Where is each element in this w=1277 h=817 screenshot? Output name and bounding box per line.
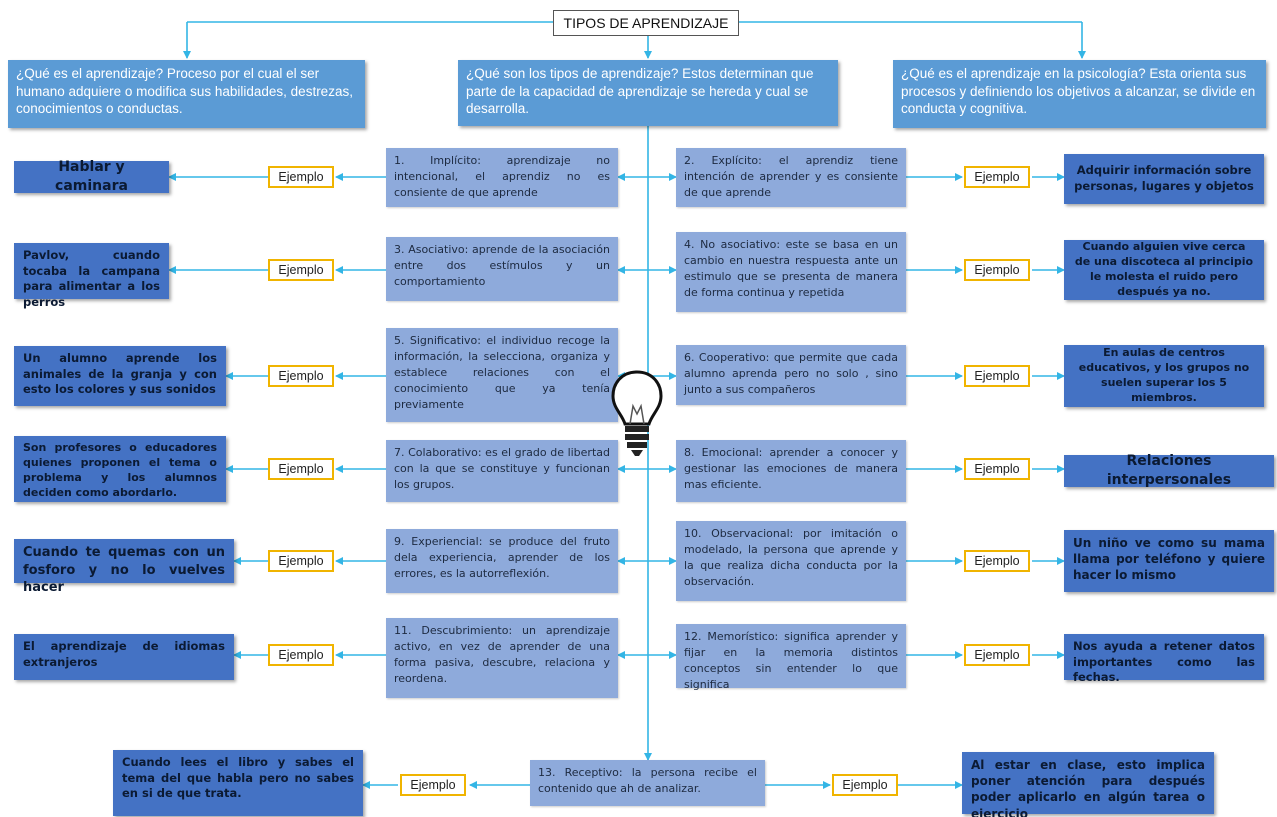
example-result-13-left: Cuando lees el libro y sabes el tema del… [113,750,363,816]
example-result-1: Hablar y caminara [14,159,169,194]
example-label-13-left: Ejemplo [400,774,466,796]
type-box-2-explicito: 2. Explícito: el aprendiz tiene intenció… [676,148,906,207]
example-label-7: Ejemplo [268,458,334,480]
example-result-10: Un niño ve como su mama llama por teléfo… [1064,530,1274,592]
example-result-4: Cuando alguien vive cerca de una discote… [1064,240,1264,300]
type-box-7-colaborativo: 7. Colaborativo: es el grado de libertad… [386,440,618,502]
example-label-9: Ejemplo [268,550,334,572]
example-label-1: Ejemplo [268,166,334,188]
example-label-11: Ejemplo [268,644,334,666]
light-bulb-icon [611,370,663,456]
definition-box-types: ¿Qué son los tipos de aprendizaje? Estos… [458,60,838,126]
type-box-10-observacional: 10. Observacional: por imitación o model… [676,521,906,601]
type-box-3-asociativo: 3. Asociativo: aprende de la asociación … [386,237,618,301]
diagram-title: TIPOS DE APRENDIZAJE [553,10,739,36]
type-box-1-implicito: 1. Implícito: aprendizaje no intencional… [386,148,618,207]
example-result-2: Adquirir información sobre personas, lug… [1064,154,1264,204]
type-box-11-descubrimiento: 11. Descubrimiento: un aprendizaje activ… [386,618,618,698]
example-label-13-right: Ejemplo [832,774,898,796]
definition-box-psychology: ¿Qué es el aprendizaje en la psicología?… [893,60,1266,128]
example-result-9: Cuando te quemas con un fosforo y no lo … [14,539,234,595]
example-result-13-right: Al estar en clase, esto implica poner at… [962,752,1214,817]
type-box-13-receptivo: 13. Receptivo: la persona recibe el cont… [530,760,765,806]
example-result-8: Relaciones interpersonales [1064,453,1274,488]
type-box-9-experiencial: 9. Experiencial: se produce del fruto de… [386,529,618,593]
definition-box-learning: ¿Qué es el aprendizaje? Proceso por el c… [8,60,365,128]
type-box-8-emocional: 8. Emocional: aprender a conocer y gesti… [676,440,906,502]
type-box-5-significativo: 5. Significativo: el individuo recoge la… [386,328,618,422]
example-label-12: Ejemplo [964,644,1030,666]
example-result-7: Son profesores o educadores quienes prop… [14,436,226,502]
example-label-2: Ejemplo [964,166,1030,188]
type-box-4-no-asociativo: 4. No asociativo: este se basa en un cam… [676,232,906,312]
example-result-12: Nos ayuda a retener datos importantes co… [1064,634,1264,684]
example-label-5: Ejemplo [268,365,334,387]
type-box-6-cooperativo: 6. Cooperativo: que permite que cada alu… [676,345,906,405]
example-result-11: El aprendizaje de idiomas extranjeros [14,634,234,680]
example-result-6: En aulas de centros educativos, y los gr… [1064,345,1264,407]
example-result-5: Un alumno aprende los animales de la gra… [14,346,226,406]
example-label-8: Ejemplo [964,458,1030,480]
example-label-4: Ejemplo [964,259,1030,281]
type-box-12-memoristico: 12. Memorístico: significa aprender y fi… [676,624,906,691]
example-label-6: Ejemplo [964,365,1030,387]
example-result-3: Pavlov, cuando tocaba la campana para al… [14,243,169,309]
example-label-3: Ejemplo [268,259,334,281]
example-label-10: Ejemplo [964,550,1030,572]
